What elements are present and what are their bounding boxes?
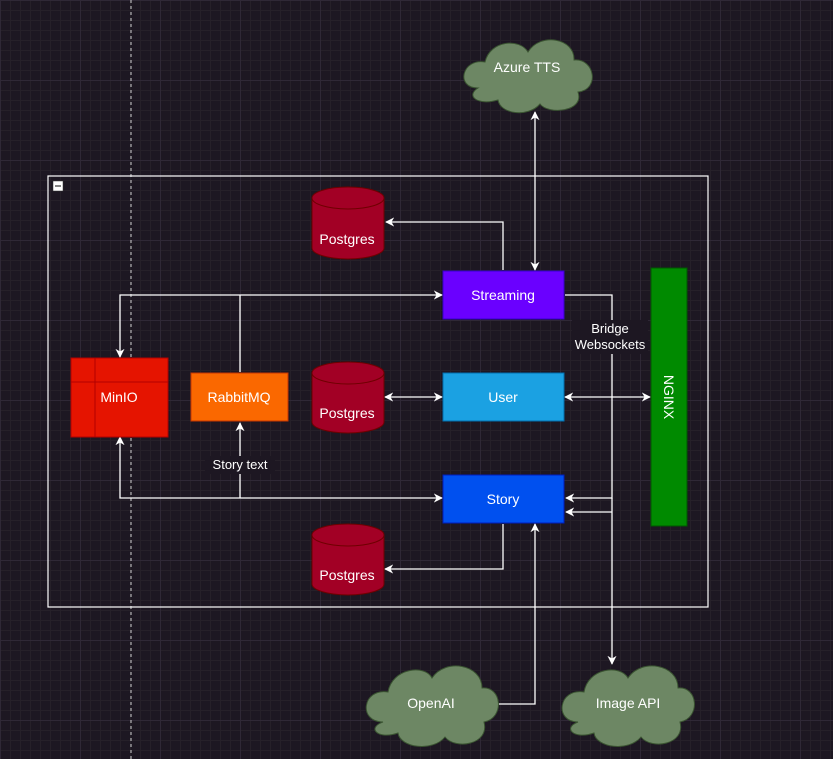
streaming-label: Streaming	[471, 287, 535, 303]
streaming-service[interactable]: Streaming	[442, 270, 565, 320]
minio-storage[interactable]: MinIO	[70, 357, 169, 438]
edge-streaming-postgres	[385, 217, 504, 270]
postgres-db-top[interactable]: Postgres	[311, 186, 385, 260]
rabbitmq-label: RabbitMQ	[207, 389, 270, 405]
story-service[interactable]: Story	[442, 474, 565, 524]
azure-tts-cloud[interactable]: Azure TTS	[463, 39, 593, 114]
nginx-gateway[interactable]: NGINX	[650, 267, 688, 527]
edge-story-openai	[487, 523, 540, 709]
edge-bridge-websockets	[565, 294, 613, 503]
minio-label: MinIO	[100, 389, 137, 405]
postgres-db-mid[interactable]: Postgres	[311, 361, 385, 434]
bridge-label-line1: Bridge	[591, 321, 629, 336]
story-label: Story	[487, 491, 520, 507]
story-text-label: Story text	[213, 457, 268, 472]
edge-story-postgres	[384, 524, 504, 574]
edges	[115, 111, 651, 709]
openai-label: OpenAI	[407, 695, 454, 711]
story-text-label-bg	[205, 456, 275, 474]
minus-icon[interactable]	[52, 180, 64, 192]
postgres-db-bottom[interactable]: Postgres	[311, 523, 385, 596]
postgres-bottom-label: Postgres	[319, 567, 374, 583]
bridge-label-bg	[572, 320, 648, 354]
bridge-label-line2: Websockets	[575, 337, 646, 352]
user-service[interactable]: User	[442, 372, 565, 422]
nginx-label: NGINX	[661, 375, 677, 420]
postgres-mid-label: Postgres	[319, 405, 374, 421]
openai-cloud[interactable]: OpenAI	[365, 665, 499, 747]
user-label: User	[488, 389, 518, 405]
rabbitmq-queue[interactable]: RabbitMQ	[190, 372, 289, 422]
edge-bus-minio	[115, 294, 240, 358]
services-container[interactable]	[47, 175, 709, 608]
image-api-cloud[interactable]: Image API	[561, 665, 695, 747]
azure-tts-label: Azure TTS	[494, 59, 561, 75]
image-api-label: Image API	[596, 695, 661, 711]
postgres-top-label: Postgres	[319, 231, 374, 247]
edge-minio-story	[115, 436, 443, 503]
